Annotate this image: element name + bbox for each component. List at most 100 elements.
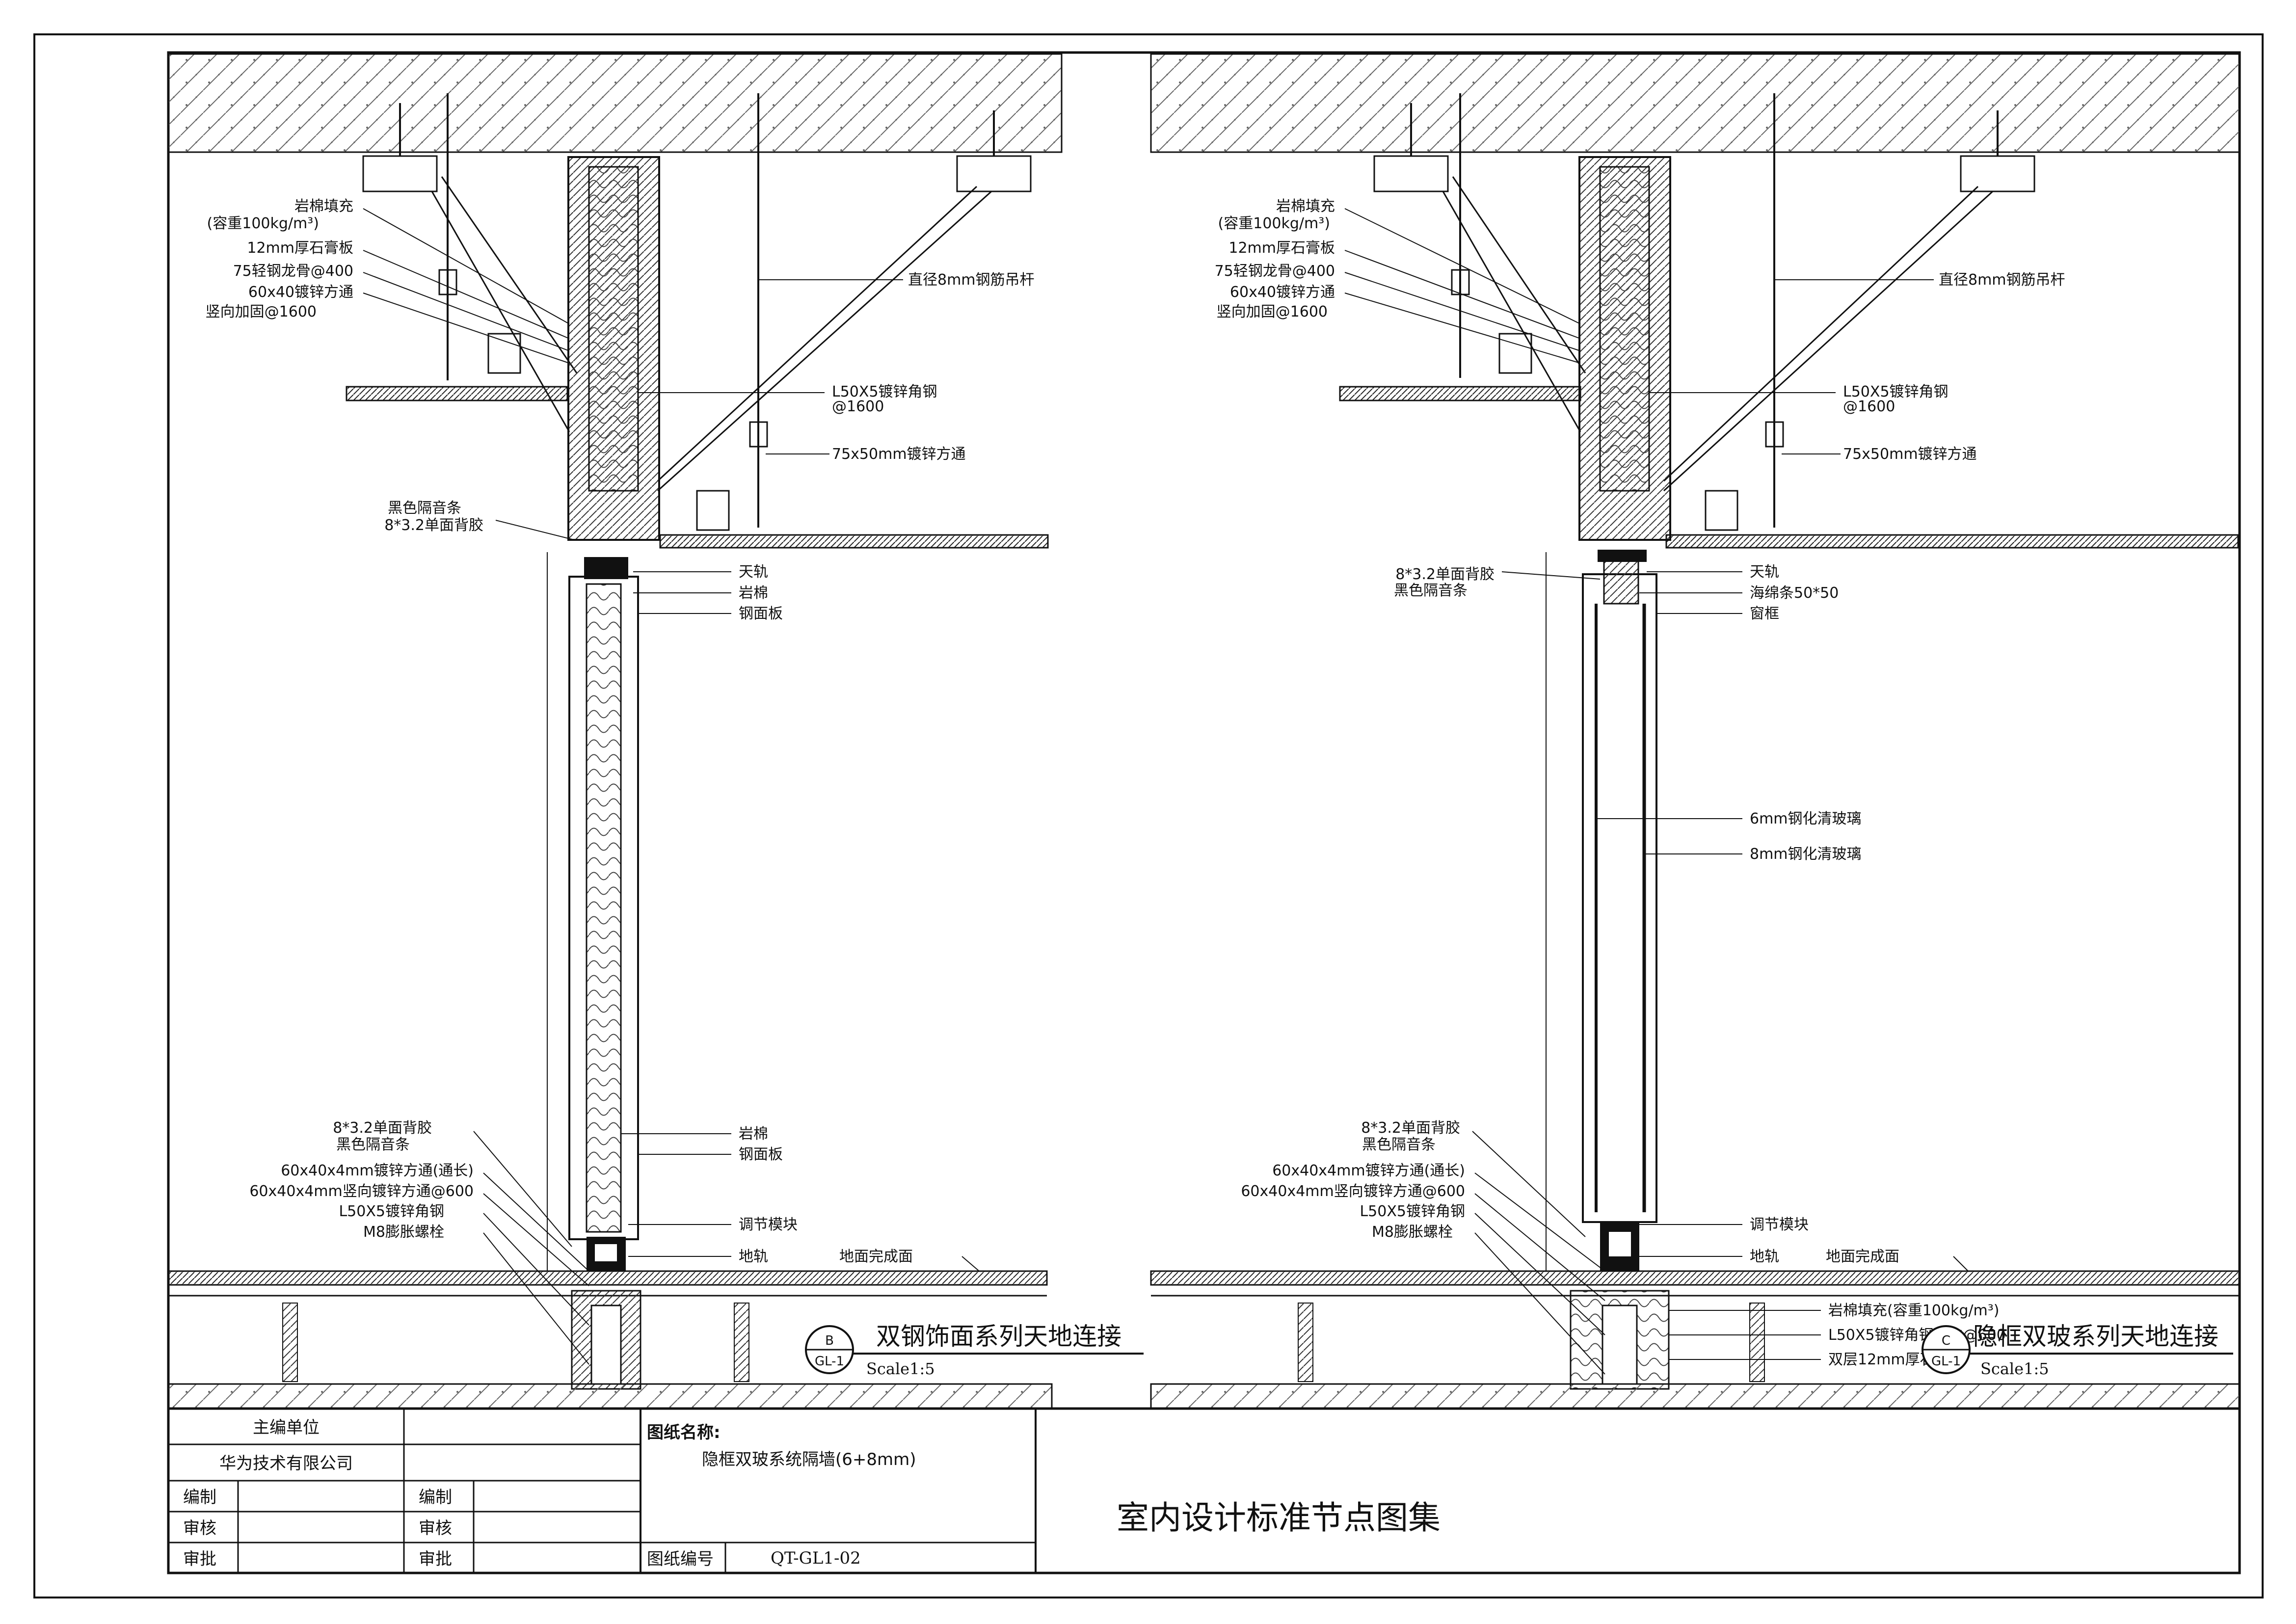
label: 调节模块 [1750,1216,1809,1233]
label: 地面完成面 [839,1248,913,1265]
label: 钢面板 [739,605,783,622]
label: 60x40x4mm竖向镀锌方通@600 [249,1183,474,1200]
sheet-border [33,33,2264,1598]
label: 黑色隔音条 [388,500,461,517]
label: 12mm厚石膏板 [247,240,353,257]
finished-floor [167,1270,1048,1286]
label: 黑色隔音条 [336,1136,410,1153]
label: 75x50mm镀锌方通 [1843,446,1977,463]
label: (容重100kg/m³) [1218,215,1330,232]
sponge-strip [1603,556,1639,605]
right-detail: 岩棉填充 (容重100kg/m³) 12mm厚石膏板 75轻钢龙骨@400 60… [1150,53,2241,1413]
label: 岩棉 [739,1125,768,1143]
hanger-anchor-block [1373,155,1449,192]
role-label: 审批 [419,1549,452,1569]
top-rail [1598,550,1647,562]
label: 岩棉填充 [1276,198,1335,215]
bracket [1705,490,1738,531]
ceiling-board [659,534,1049,549]
label: 地轨 [1750,1248,1779,1265]
label: 60x40x4mm竖向镀锌方通@600 [1241,1183,1465,1200]
label: 调节模块 [739,1216,798,1233]
bracket [696,490,730,531]
label: L50X5镀锌角钢竖向@600 [1828,1327,2006,1344]
label: 海绵条50*50 [1750,585,1839,602]
label: 75轻钢龙骨@400 [233,263,353,280]
label: 8mm钢化清玻璃 [1750,846,1862,863]
hanger-anchor-block [1960,155,2035,192]
label: 8*3.2单面背胶 [384,517,483,534]
hanger-anchor-block [956,155,1032,192]
bracket [1498,333,1532,374]
label: 竖向加固@1600 [206,303,317,320]
drawing-no-label: 图纸编号 [647,1549,714,1569]
rock-wool-core [586,583,622,1233]
hanger-anchor-block [362,155,438,192]
role-label: 编制 [419,1488,452,1507]
role-label: 审核 [419,1518,452,1538]
label: 60x40x4mm镀锌方通(通长) [281,1162,474,1179]
label: L50X5镀锌角钢 [1360,1203,1465,1220]
detail-title: 双钢饰面系列天地连接 [876,1322,1121,1351]
label: 地面完成面 [1826,1248,1899,1265]
label: 75x50mm镀锌方通 [832,446,966,463]
label: 窗框 [1750,605,1779,622]
ceiling-slab [1150,53,2241,153]
label: 8*3.2单面背胶 [1361,1119,1460,1137]
label: 12mm厚石膏板 [1228,240,1335,257]
detail-symbol-sheet: GL-1 [1931,1354,1961,1369]
label: 60x40x4mm镀锌方通(通长) [1272,1162,1465,1179]
label: 8*3.2单面背胶 [333,1119,432,1137]
label: 8*3.2单面背胶 [1395,566,1495,583]
top-rail [584,557,628,579]
label: 60x40镀锌方通 [1230,284,1335,301]
drawing-name-label: 图纸名称: [647,1423,721,1442]
title-block: 主编单位 华为技术有限公司 编制 审核 审批 编制 审核 审批 图纸名称: 隐框… [167,1407,2241,1574]
label: M8膨胀螺栓 [1372,1224,1453,1241]
label: M8膨胀螺栓 [363,1224,444,1241]
ceiling-board [346,386,568,401]
label: @1600 [1843,398,1895,415]
unit-header: 主编单位 [253,1418,320,1438]
ceiling-board [1665,534,2239,549]
label: 黑色隔音条 [1362,1136,1436,1153]
role-label: 审批 [183,1549,216,1569]
label: 60x40镀锌方通 [248,284,353,301]
label: 岩棉 [739,585,768,602]
bracket [487,333,521,374]
label: 地轨 [739,1248,768,1265]
label: 黑色隔音条 [1394,582,1468,599]
label: 天轨 [739,563,768,581]
collection-title: 室内设计标准节点图集 [1117,1499,1441,1537]
label: 岩棉填充(容重100kg/m³) [1828,1302,1999,1319]
label: 岩棉填充 [294,198,353,215]
detail-title: 隐框双玻系列天地连接 [1973,1322,2218,1351]
rock-wool-fill [1599,166,1650,492]
detail-scale: Scale1:5 [866,1359,935,1378]
role-label: 编制 [183,1488,216,1507]
label: 钢面板 [739,1146,783,1163]
ceiling-slab [167,53,1063,153]
label: 直径8mm钢筋吊杆 [1939,271,2065,289]
label: 6mm钢化清玻璃 [1750,810,1862,827]
label: L50X5镀锌角钢 [339,1203,444,1220]
detail-scale: Scale1:5 [1980,1359,2049,1378]
detail-symbol-letter: B [825,1333,834,1348]
label: 75轻钢龙骨@400 [1215,263,1335,280]
detail-symbol-sheet: GL-1 [815,1354,844,1369]
label: 竖向加固@1600 [1217,303,1328,320]
finished-floor [1150,1270,2241,1286]
label: 直径8mm钢筋吊杆 [908,271,1035,289]
label: (容重100kg/m³) [207,215,319,232]
label: L50X5镀锌角钢 [832,383,937,400]
drawing-name: 隐框双玻系统隔墙(6+8mm) [702,1450,916,1469]
rock-wool-fill [588,166,639,492]
left-detail: 岩棉填充 (容重100kg/m³) 12mm厚石膏板 75轻钢龙骨@400 60… [167,53,1144,1413]
detail-symbol-letter: C [1942,1333,1950,1348]
label: L50X5镀锌角钢 [1843,383,1949,400]
role-label: 审核 [183,1518,216,1538]
unit-name: 华为技术有限公司 [219,1454,353,1473]
ceiling-board [1339,386,1581,401]
label: 天轨 [1750,563,1779,581]
